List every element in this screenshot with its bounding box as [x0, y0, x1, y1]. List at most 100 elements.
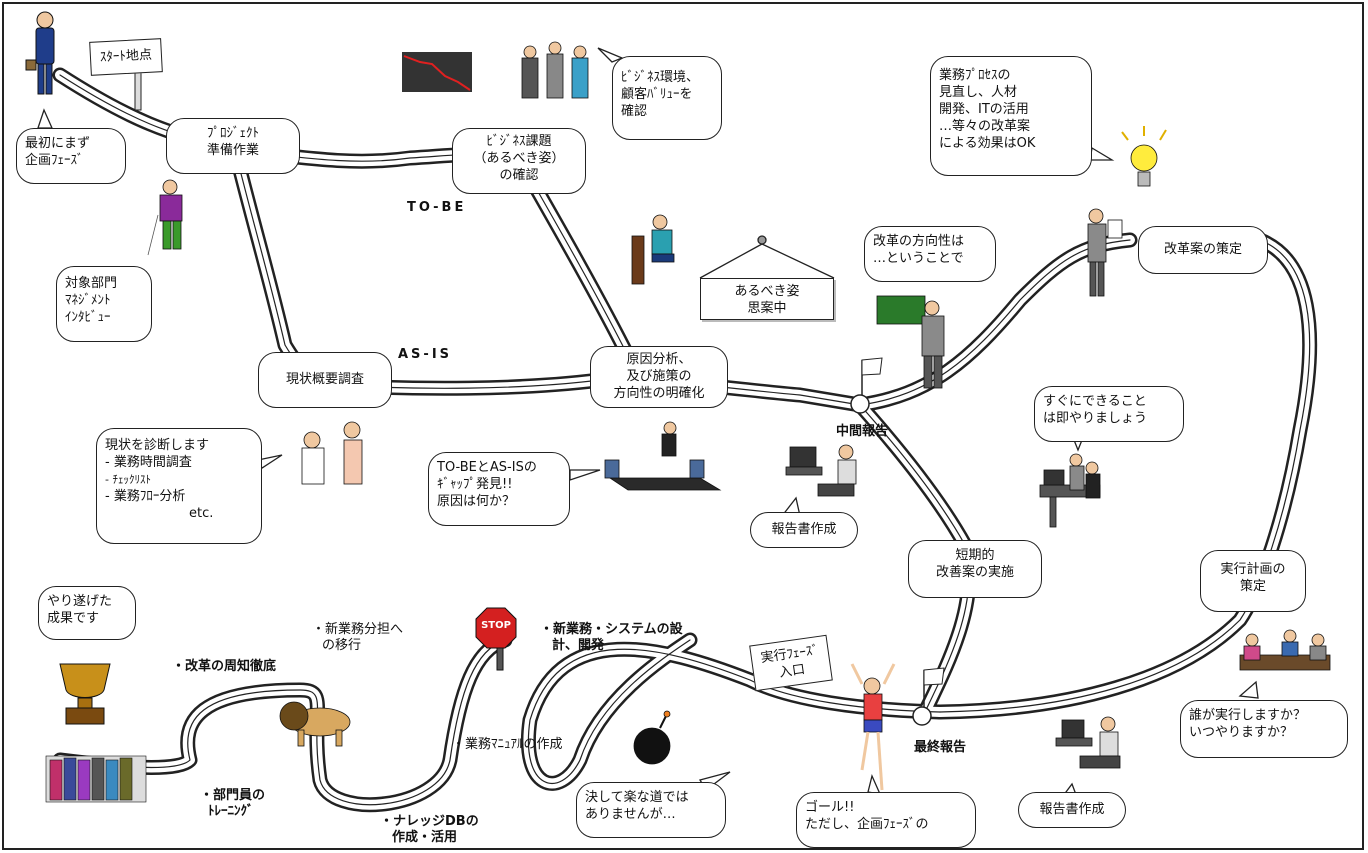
report-final-line-1: 報告書作成: [1039, 802, 1105, 817]
mid-report-label: 中間報告: [836, 424, 889, 439]
improvement-line-3: 開発、ITの活用: [939, 102, 1029, 117]
ideal-thinking-sign: あるべき姿 思案中: [700, 278, 834, 320]
not-easy-bubble: 決して楽な道では ありませんが…: [576, 782, 726, 838]
business-env-bubble: ﾋﾞｼﾞﾈｽ環境、 顧客ﾊﾞﾘｭｰを 確認: [612, 56, 722, 140]
report-mid-bubble: 報告書作成: [750, 512, 858, 548]
start-signpost: [134, 69, 142, 111]
reform-direction-line-2: …ということで: [873, 251, 964, 266]
exec-plan-line-1: 実行計画の: [1220, 562, 1286, 577]
reform-direction-bubble: 改革の方向性は …ということで: [864, 226, 996, 282]
immediate-line-1: すぐにできること: [1043, 394, 1147, 409]
new-assignment-line-2: の移行: [322, 638, 362, 653]
report-final-bubble: 報告書作成: [1018, 792, 1126, 828]
diagnosis-line-2: - 業務時間調査: [105, 455, 192, 470]
cause-analysis-line-1: 原因分析、: [626, 352, 692, 367]
reform-notice-label: ・改革の周知徹底: [172, 659, 277, 674]
exec-plan-line-2: 策定: [1239, 579, 1266, 594]
business-issue-line-3: の確認: [499, 168, 539, 183]
goal-line-2: ただし、企画ﾌｪｰｽﾞの: [805, 817, 929, 832]
interview-line-2: ﾏﾈｼﾞﾒﾝﾄ: [65, 293, 111, 308]
lion-figure: [279, 701, 351, 747]
plan-formulation-line-1: 改革案の策定: [1163, 242, 1242, 257]
not-easy-line-2: ありませんが…: [585, 807, 676, 822]
manual-label: ・業務ﾏﾆｭｱﾙの作成: [452, 737, 563, 752]
short-term-line-2: 改善案の実施: [935, 565, 1014, 580]
diagnosis-line-3: - ﾁｪｯｸﾘｽﾄ: [105, 473, 151, 486]
diagnosis-line-4: - 業務ﾌﾛｰ分析: [105, 489, 186, 504]
business-issue-line-1: ﾋﾞｼﾞﾈｽ課題: [486, 134, 552, 149]
mid-checkpoint: [850, 394, 870, 414]
first-phase-line-2: 企画ﾌｪｰｽﾞ: [25, 153, 84, 168]
first-phase-line-1: 最初にまず: [25, 136, 91, 151]
knowledge-db-line-2: 作成・活用: [392, 830, 458, 845]
achieved-line-1: やり遂げた: [47, 594, 113, 609]
gap-discovery-bubble: TO-BEとAS-ISの ｷﾞｬｯﾌﾟ発見!! 原因は何か？: [428, 452, 570, 526]
improvement-effect-bubble: 業務ﾌﾟﾛｾｽの 見直し、人材 開発、ITの活用 …等々の改革案 による効果はO…: [930, 56, 1092, 176]
ideal-sign-line-1: あるべき姿: [734, 284, 800, 299]
improvement-line-4: …等々の改革案: [939, 119, 1031, 134]
diagnosis-bubble: 現状を診断します - 業務時間調査 - ﾁｪｯｸﾘｽﾄ - 業務ﾌﾛｰ分析 et…: [96, 428, 262, 544]
runner-figure: [850, 663, 896, 791]
ideal-sign-line-2: 思案中: [747, 301, 787, 316]
cause-analysis-line-3: 方向性の明確化: [613, 386, 705, 401]
improvement-line-1: 業務ﾌﾟﾛｾｽの: [939, 68, 1011, 83]
first-phase-bubble: 最初にまず 企画ﾌｪｰｽﾞ: [16, 128, 126, 184]
new-system-line-1: ・新業務・システムの設: [540, 622, 683, 637]
interview-line-1: 対象部門: [65, 276, 118, 291]
improvement-line-2: 見直し、人材: [939, 85, 1018, 100]
presenter-clipboard-figure: [1087, 208, 1123, 297]
gap-line-1: TO-BEとAS-ISの: [437, 460, 537, 475]
short-term-line-1: 短期的: [955, 548, 995, 563]
knowledge-db-label: ・ナレッジDBの 作成・活用: [380, 814, 479, 846]
short-term-bubble: 短期的 改善案の実施: [908, 540, 1042, 598]
thinking-desk-figure: [631, 214, 675, 285]
not-easy-line-1: 決して楽な道では: [585, 790, 689, 805]
new-assignment-line-1: ・新業務分担へ: [312, 622, 404, 637]
training-line-1: ・部門員の: [200, 788, 266, 803]
crowd-figure: [45, 755, 147, 803]
gap-line-3: 原因は何か？: [437, 494, 516, 509]
current-survey-line-1: 現状概要調査: [285, 372, 364, 387]
golfer-figure: [147, 179, 183, 256]
exec-plan-bubble: 実行計画の 策定: [1200, 550, 1306, 612]
who-when-bubble: 誰が実行しますか？ いつやりますか？: [1180, 700, 1348, 758]
knowledge-db-line-1: ・ナレッジDBの: [380, 814, 479, 829]
business-env-line-3: 確認: [621, 104, 648, 119]
goal-line-1: ゴール!!: [805, 800, 855, 815]
handshake-group-figure: [521, 41, 589, 99]
who-line-1: 誰が実行しますか？: [1189, 708, 1307, 723]
diagnosis-line-1: 現状を診断します: [105, 438, 210, 453]
computer-worker-final-figure: [1055, 716, 1121, 769]
stop-sign-post: [475, 607, 517, 671]
planning-meeting-figure: [1239, 629, 1331, 671]
final-report-label: 最終報告: [914, 740, 967, 755]
achieved-line-2: 成果です: [47, 611, 100, 626]
interview-bubble: 対象部門 ﾏﾈｼﾞﾒﾝﾄ ｲﾝﾀﾋﾞｭｰ: [56, 266, 152, 342]
cause-analysis-line-2: 及び施策の: [626, 369, 692, 384]
lightbulb-icon: [1121, 126, 1167, 187]
project-prep-line-1: ﾌﾟﾛｼﾞｪｸﾄ: [207, 126, 259, 141]
meeting-table-figure: [604, 421, 722, 491]
as-is-label: AS-IS: [398, 347, 453, 362]
trophy-icon: [59, 663, 111, 725]
teacher-board-figure: [876, 295, 945, 389]
ideal-sign-hanger: [699, 235, 835, 279]
improvement-line-5: による効果はOK: [939, 136, 1036, 151]
who-line-2: いつやりますか？: [1189, 725, 1294, 740]
goal-bubble: ゴール!! ただし、企画ﾌｪｰｽﾞの: [796, 792, 976, 848]
computer-worker-mid-figure: [785, 444, 857, 497]
stop-sign-label: STOP: [481, 620, 511, 631]
doctor-patient-figure: [301, 421, 363, 485]
training-label: ・部門員の ﾄﾚｰﾆﾝｸﾞ: [200, 788, 265, 820]
reform-direction-line-1: 改革の方向性は: [873, 234, 965, 249]
achieved-bubble: やり遂げた 成果です: [38, 586, 136, 640]
mid-flag: [861, 357, 883, 395]
road-asis: [322, 232, 1138, 413]
business-issue-line-2: （あるべき姿）: [473, 151, 565, 166]
final-flag: [923, 667, 945, 707]
business-env-line-1: ﾋﾞｼﾞﾈｽ環境、: [621, 70, 700, 85]
new-system-line-2: 計、開発: [552, 638, 605, 653]
interview-line-3: ｲﾝﾀﾋﾞｭｰ: [65, 310, 111, 325]
